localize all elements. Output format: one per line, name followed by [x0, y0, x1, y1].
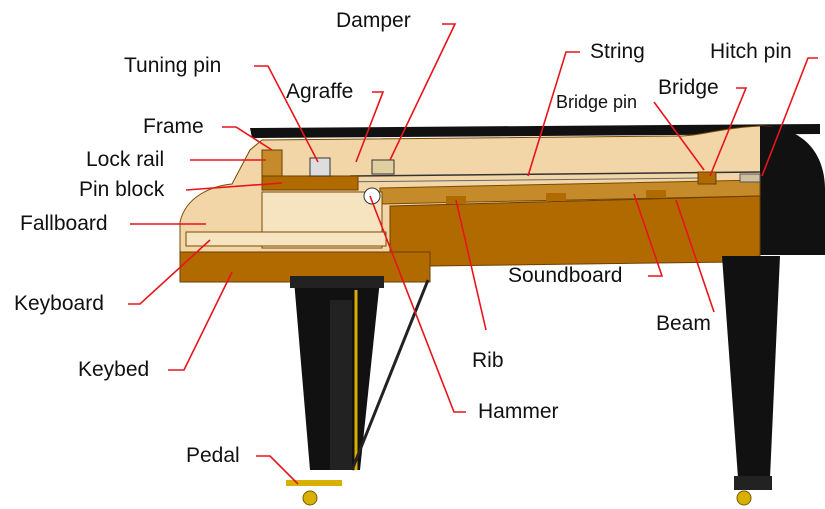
- beam-shape: [389, 195, 761, 267]
- rear-caster: [736, 490, 752, 506]
- damper-block: [371, 159, 395, 175]
- leader-frame: [222, 126, 273, 151]
- pedal-bar: [286, 480, 342, 486]
- label-fallboard: Fallboard: [20, 212, 108, 235]
- rear-leg: [722, 256, 780, 478]
- label-beam: Beam: [656, 312, 711, 335]
- label-tuning-pin: Tuning pin: [124, 54, 222, 77]
- rib-3: [646, 190, 666, 198]
- rib-2: [546, 193, 566, 201]
- leader-pin-block: [185, 182, 283, 191]
- front-leg-cap: [290, 276, 384, 288]
- leader-damper: [389, 23, 457, 161]
- rear-leg-foot: [734, 476, 772, 490]
- string-line: [349, 171, 761, 177]
- front-caster: [302, 490, 318, 506]
- label-hammer: Hammer: [478, 400, 559, 423]
- tuning-pins: [309, 157, 331, 177]
- keyboard-keys: [185, 231, 387, 247]
- label-damper: Damper: [336, 9, 411, 32]
- leader-rib: [455, 199, 487, 331]
- label-keyboard: Keyboard: [14, 292, 104, 315]
- bridge-block: [697, 171, 717, 185]
- leader-lines: [128, 23, 818, 485]
- leader-hitch-pin: [761, 57, 818, 177]
- leader-tuning-pin: [254, 65, 319, 163]
- leader-pedal: [256, 455, 299, 485]
- leader-string: [527, 51, 580, 177]
- label-frame: Frame: [143, 115, 204, 138]
- leader-bridge-pin: [653, 101, 705, 171]
- lock-rail: [261, 149, 283, 177]
- string-line-2: [329, 177, 701, 183]
- leader-agraffe: [355, 91, 385, 163]
- label-rib: Rib: [472, 349, 504, 372]
- label-bridge: Bridge: [658, 76, 719, 99]
- label-bridge-pin: Bridge pin: [556, 92, 638, 112]
- leader-keybed: [168, 271, 233, 371]
- label-string: String: [590, 40, 645, 63]
- leader-keyboard: [128, 239, 211, 305]
- leader-hammer: [369, 195, 466, 413]
- leader-beam: [675, 199, 715, 313]
- label-keybed: Keybed: [78, 358, 150, 381]
- label-pedal: Pedal: [186, 444, 240, 467]
- pedal-lyre: [330, 300, 352, 470]
- label-lock-rail: Lock rail: [86, 148, 165, 171]
- label-soundboard: Soundboard: [508, 264, 623, 287]
- label-hitch-pin: Hitch pin: [710, 40, 792, 63]
- leader-soundboard: [633, 193, 664, 277]
- leader-bridge: [709, 87, 748, 177]
- piano-tail-rim: [760, 126, 825, 255]
- label-pin-block: Pin block: [79, 178, 165, 201]
- hitch-pin-block: [739, 173, 761, 183]
- hammer-head: [363, 187, 381, 205]
- label-agraffe: Agraffe: [286, 80, 354, 103]
